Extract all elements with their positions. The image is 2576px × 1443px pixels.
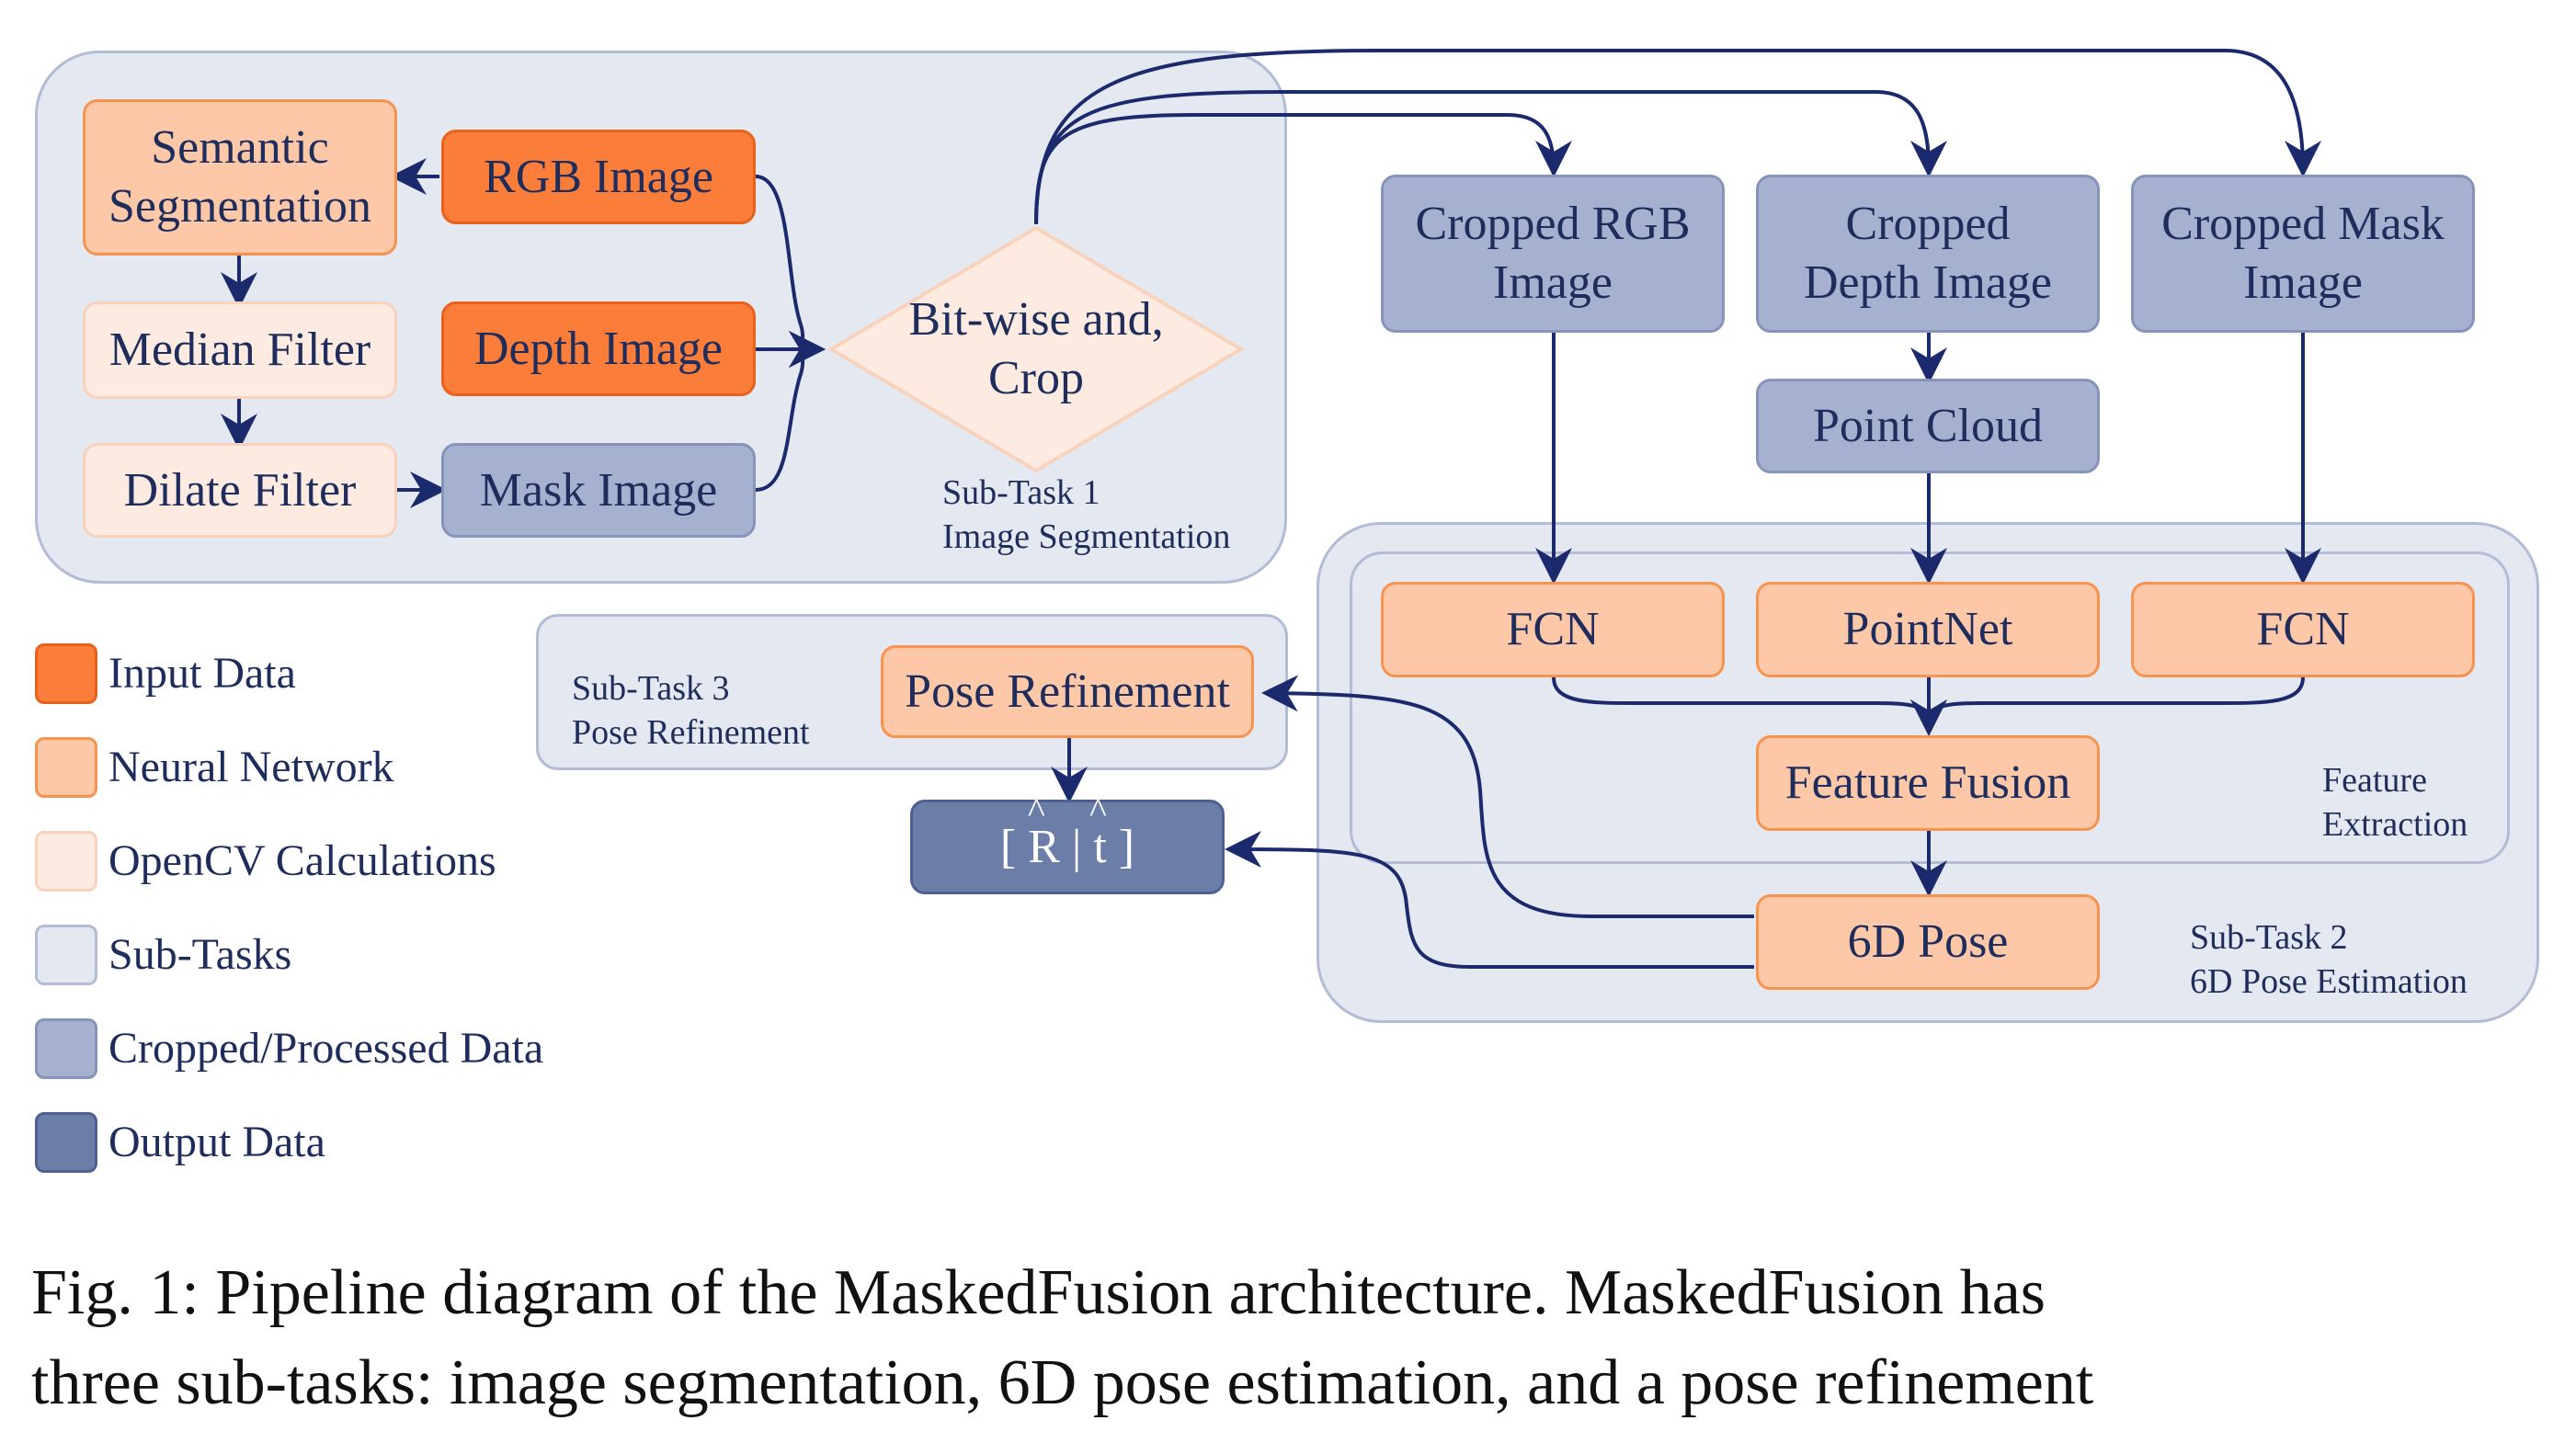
median-filter-node: Median Filter: [83, 301, 397, 399]
feature-fusion-node: Feature Fusion: [1756, 735, 2100, 831]
feature-extraction-label: Feature Extraction: [2322, 761, 2468, 844]
legend-swatch-subtasks: [35, 925, 97, 985]
legend-swatch-cropped: [35, 1018, 97, 1079]
bitwise-crop-label: Bit-wise and, Crop: [908, 293, 1164, 404]
legend-label-neural: Neural Network: [108, 743, 394, 791]
cropped-mask-node: Cropped Mask Image: [2131, 175, 2475, 333]
figure-caption-line2: three sub-tasks: image segmentation, 6D …: [31, 1347, 2094, 1418]
output-rt-node: [ R | t ]: [910, 800, 1225, 894]
point-cloud-node: Point Cloud: [1756, 379, 2100, 473]
pointnet-node: PointNet: [1756, 582, 2100, 677]
legend-swatch-opencv: [35, 831, 97, 892]
legend-label-input: Input Data: [108, 649, 296, 698]
figure-caption-line1: Fig. 1: Pipeline diagram of the MaskedFu…: [31, 1257, 2046, 1328]
legend-label-output: Output Data: [108, 1118, 325, 1166]
arrow-fcn-right-fusion: [1927, 676, 2305, 730]
legend-swatch-output: [35, 1112, 97, 1173]
legend-swatch-input: [35, 643, 97, 704]
legend-label-subtasks: Sub-Tasks: [108, 930, 292, 979]
legend-label-opencv: OpenCV Calculations: [108, 836, 496, 885]
rgb-image-node: RGB Image: [441, 130, 756, 224]
arrow-6dpose-output: [1225, 831, 1754, 969]
legend-label-cropped: Cropped/Processed Data: [108, 1024, 544, 1073]
output-hat-r: ^: [1028, 790, 1045, 831]
6d-pose-node: 6D Pose: [1756, 894, 2100, 990]
cropped-rgb-node: Cropped RGB Image: [1381, 175, 1725, 333]
fcn-left-node: FCN: [1381, 582, 1725, 677]
fcn-right-node: FCN: [2131, 582, 2475, 677]
dilate-filter-node: Dilate Filter: [83, 443, 397, 538]
legend: Input Data Neural Network OpenCV Calcula…: [35, 643, 623, 1186]
output-hat-t: ^: [1089, 790, 1107, 831]
subtask3-label: Sub-Task 3 Pose Refinement: [572, 669, 810, 752]
semantic-segmentation-node: Semantic Segmentation: [83, 99, 397, 256]
arrow-bitwise-cropped-mask: [1034, 49, 2321, 225]
depth-image-node: Depth Image: [441, 301, 756, 396]
pose-refinement-node: Pose Refinement: [881, 645, 1254, 738]
arrow-mask-bitwise: [755, 331, 826, 492]
mask-image-node: Mask Image: [441, 443, 756, 538]
legend-swatch-neural: [35, 737, 97, 798]
subtask2-label: Sub-Task 2 6D Pose Estimation: [2190, 918, 2468, 1001]
subtask1-label: Sub-Task 1 Image Segmentation: [942, 473, 1231, 556]
arrow-6dpose-refinement: [1261, 675, 1754, 918]
cropped-depth-node: Cropped Depth Image: [1756, 175, 2100, 333]
